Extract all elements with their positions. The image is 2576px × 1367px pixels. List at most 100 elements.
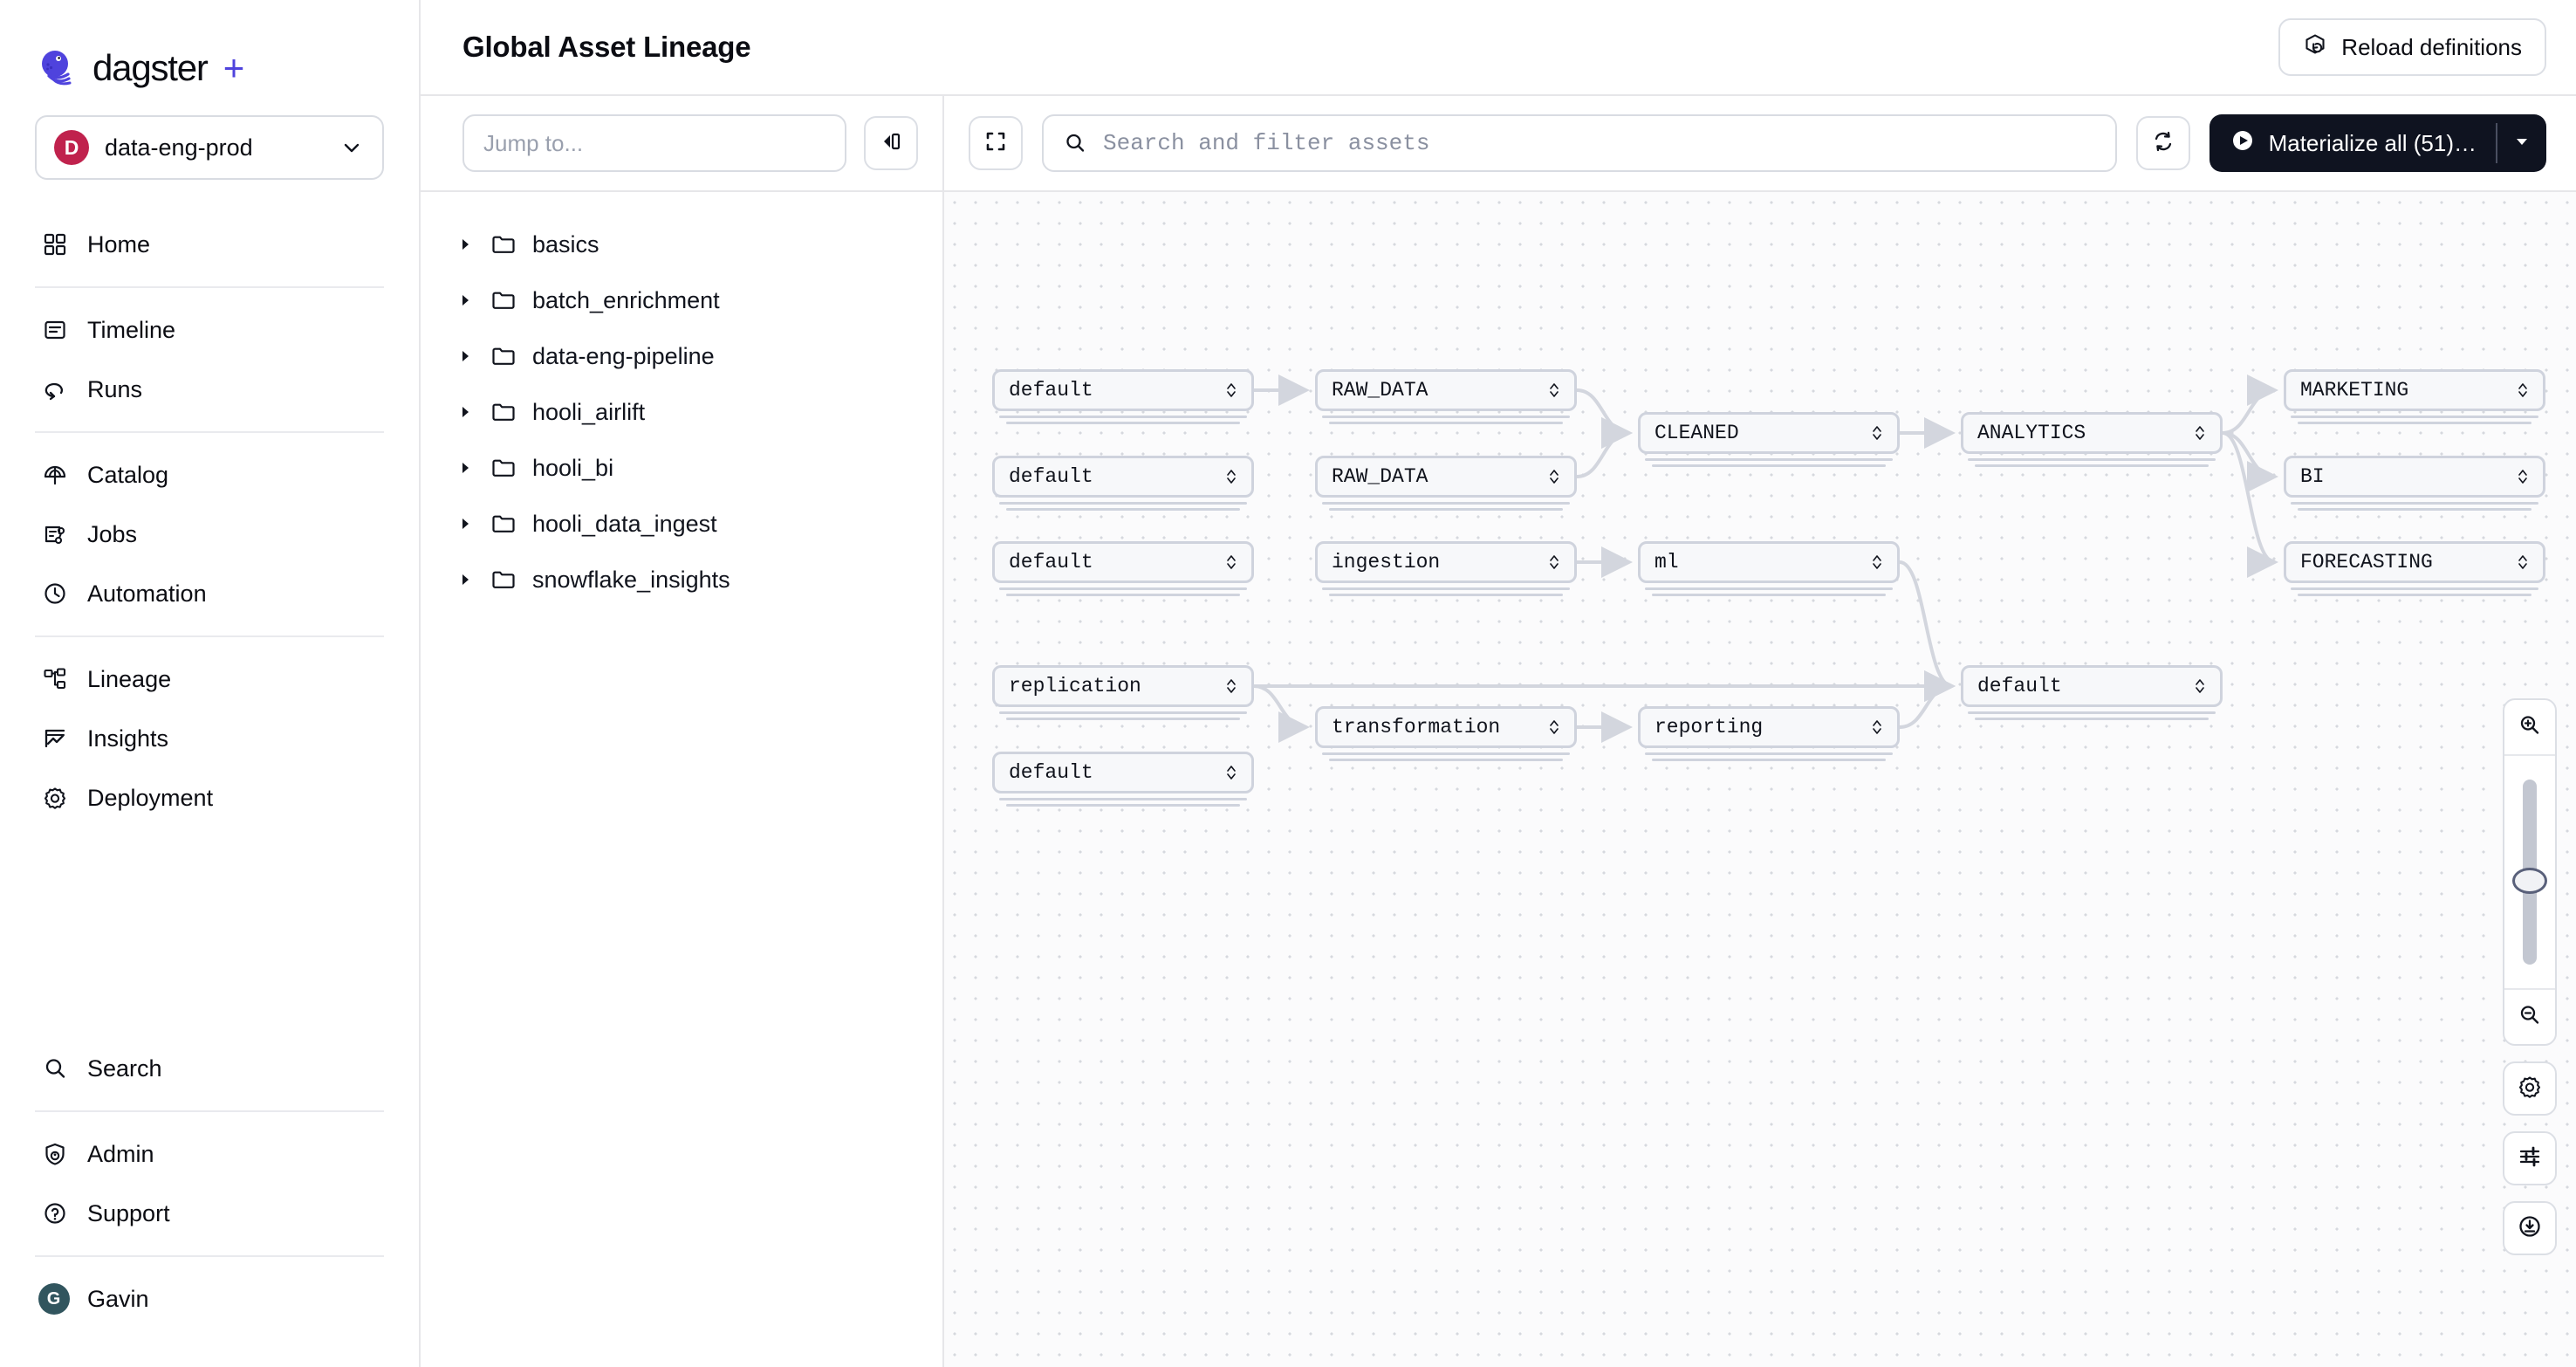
- asset-node-box[interactable]: default: [992, 456, 1254, 498]
- asset-node[interactable]: transformation: [1315, 706, 1577, 748]
- asset-node[interactable]: default: [992, 369, 1254, 411]
- asset-node[interactable]: ingestion: [1315, 541, 1577, 583]
- asset-node[interactable]: CLEANED: [1638, 412, 1900, 454]
- chevron-up-down-icon[interactable]: [1869, 423, 1885, 443]
- asset-node-box[interactable]: transformation: [1315, 706, 1577, 748]
- asset-node[interactable]: RAW_DATA: [1315, 369, 1577, 411]
- asset-node-box[interactable]: replication: [992, 665, 1254, 707]
- sidebar-item-automation[interactable]: Automation: [35, 564, 384, 623]
- chevron-up-down-icon[interactable]: [1223, 467, 1239, 486]
- tree-item-basics[interactable]: basics: [421, 216, 942, 272]
- graph-filters-button[interactable]: [2503, 1131, 2557, 1185]
- jump-to-input[interactable]: [462, 114, 846, 172]
- asset-node-box[interactable]: BI: [2284, 456, 2545, 498]
- chevron-up-down-icon[interactable]: [1223, 381, 1239, 400]
- sidebar-item-admin[interactable]: Admin: [35, 1124, 384, 1184]
- asset-node-box[interactable]: ANALYTICS: [1961, 412, 2223, 454]
- tree-item-snowflake-insights[interactable]: snowflake_insights: [421, 552, 942, 608]
- jobs-icon: [42, 521, 68, 547]
- chevron-up-down-icon[interactable]: [1869, 718, 1885, 737]
- asset-node[interactable]: RAW_DATA: [1315, 456, 1577, 498]
- asset-node[interactable]: ml: [1638, 541, 1900, 583]
- asset-node[interactable]: replication: [992, 665, 1254, 707]
- chevron-up-down-icon[interactable]: [1223, 763, 1239, 782]
- sidebar-item-home[interactable]: Home: [35, 215, 384, 274]
- asset-node[interactable]: default: [1961, 665, 2223, 707]
- asset-node-box[interactable]: RAW_DATA: [1315, 369, 1577, 411]
- asset-node[interactable]: default: [992, 456, 1254, 498]
- download-graph-button[interactable]: [2503, 1201, 2557, 1255]
- asset-node-box[interactable]: CLEANED: [1638, 412, 1900, 454]
- sidebar-item-jobs[interactable]: Jobs: [35, 505, 384, 564]
- chevron-right-icon[interactable]: [456, 458, 475, 477]
- sidebar-item-search[interactable]: Search: [35, 1039, 384, 1098]
- chevron-right-icon[interactable]: [456, 514, 475, 533]
- tree-item-hooli-airlift[interactable]: hooli_airlift: [421, 384, 942, 440]
- asset-node[interactable]: MARKETING: [2284, 369, 2545, 411]
- zoom-slider-thumb[interactable]: [2512, 868, 2547, 894]
- asset-node[interactable]: ANALYTICS: [1961, 412, 2223, 454]
- sidebar-item-timeline[interactable]: Timeline: [35, 300, 384, 360]
- tree-item-batch-enrichment[interactable]: batch_enrichment: [421, 272, 942, 328]
- sidebar-item-insights[interactable]: Insights: [35, 709, 384, 768]
- asset-node[interactable]: default: [992, 752, 1254, 793]
- sidebar-item-support[interactable]: Support: [35, 1184, 384, 1243]
- chevron-up-down-icon[interactable]: [2192, 423, 2208, 443]
- asset-node-box[interactable]: default: [1961, 665, 2223, 707]
- asset-node-box[interactable]: reporting: [1638, 706, 1900, 748]
- asset-node-box[interactable]: RAW_DATA: [1315, 456, 1577, 498]
- asset-node-box[interactable]: default: [992, 541, 1254, 583]
- collapse-panel-button[interactable]: [864, 116, 918, 170]
- asset-node-box[interactable]: ml: [1638, 541, 1900, 583]
- materialize-dropdown-button[interactable]: [2497, 114, 2546, 172]
- sidebar-item-lineage[interactable]: Lineage: [35, 649, 384, 709]
- sidebar-item-runs[interactable]: Runs: [35, 360, 384, 419]
- asset-node-box[interactable]: ingestion: [1315, 541, 1577, 583]
- chevron-right-icon[interactable]: [456, 235, 475, 254]
- chevron-right-icon[interactable]: [456, 570, 475, 589]
- deployment-picker[interactable]: D data-eng-prod: [35, 115, 384, 180]
- search-input[interactable]: [1042, 114, 2117, 172]
- reload-definitions-button[interactable]: Reload definitions: [2278, 18, 2546, 76]
- zoom-slider[interactable]: [2504, 754, 2555, 990]
- asset-node-box[interactable]: MARKETING: [2284, 369, 2545, 411]
- chevron-up-down-icon[interactable]: [1546, 381, 1562, 400]
- asset-node-box[interactable]: default: [992, 369, 1254, 411]
- refresh-button[interactable]: [2136, 116, 2190, 170]
- asset-lineage-graph[interactable]: defaultdefaultdefaultreplicationdefaultR…: [944, 192, 2576, 1367]
- chevron-up-down-icon[interactable]: [2192, 677, 2208, 696]
- chevron-right-icon[interactable]: [456, 347, 475, 366]
- asset-node-box[interactable]: default: [992, 752, 1254, 793]
- chevron-up-down-icon[interactable]: [1546, 718, 1562, 737]
- chevron-up-down-icon[interactable]: [2515, 467, 2531, 486]
- asset-node[interactable]: reporting: [1638, 706, 1900, 748]
- fullscreen-button[interactable]: [969, 116, 1023, 170]
- tree-item-data-eng-pipeline[interactable]: data-eng-pipeline: [421, 328, 942, 384]
- brand-logo-area[interactable]: dagster +: [0, 0, 419, 96]
- chevron-up-down-icon[interactable]: [2515, 553, 2531, 572]
- chevron-right-icon[interactable]: [456, 402, 475, 422]
- tree-item-hooli-bi[interactable]: hooli_bi: [421, 440, 942, 496]
- chevron-up-down-icon[interactable]: [1223, 553, 1239, 572]
- chevron-up-down-icon[interactable]: [1546, 553, 1562, 572]
- asset-node-stack-line: [999, 502, 1247, 505]
- chevron-up-down-icon[interactable]: [1869, 553, 1885, 572]
- chevron-up-down-icon[interactable]: [1546, 467, 1562, 486]
- sidebar-item-user[interactable]: G Gavin: [35, 1269, 384, 1329]
- chevron-right-icon[interactable]: [456, 291, 475, 310]
- graph-settings-button[interactable]: [2503, 1061, 2557, 1116]
- asset-node[interactable]: FORECASTING: [2284, 541, 2545, 583]
- asset-node[interactable]: default: [992, 541, 1254, 583]
- sliders-icon: [2517, 1144, 2543, 1174]
- sidebar-item-catalog[interactable]: Catalog: [35, 445, 384, 505]
- zoom-out-button[interactable]: [2504, 990, 2555, 1044]
- sidebar-item-deployment[interactable]: Deployment: [35, 768, 384, 828]
- materialize-main[interactable]: Materialize all (51)…: [2209, 114, 2496, 172]
- tree-item-hooli-data-ingest[interactable]: hooli_data_ingest: [421, 496, 942, 552]
- asset-node[interactable]: BI: [2284, 456, 2545, 498]
- asset-node-box[interactable]: FORECASTING: [2284, 541, 2545, 583]
- materialize-all-button[interactable]: Materialize all (51)…: [2209, 114, 2546, 172]
- chevron-up-down-icon[interactable]: [2515, 381, 2531, 400]
- chevron-up-down-icon[interactable]: [1223, 677, 1239, 696]
- zoom-in-button[interactable]: [2504, 700, 2555, 754]
